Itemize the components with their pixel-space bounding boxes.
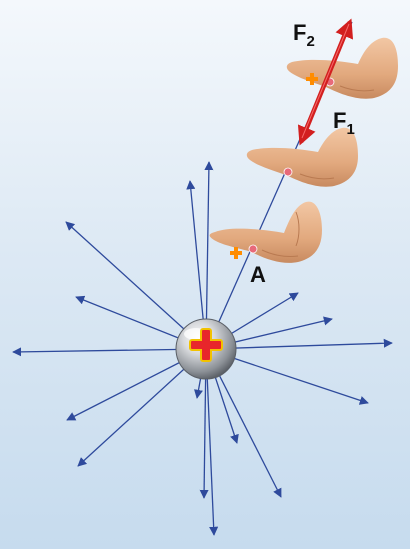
central-charge — [176, 319, 236, 379]
label-point-a: A — [250, 262, 266, 287]
test-charge-dot — [249, 245, 257, 253]
test-charge-dot — [284, 168, 292, 176]
